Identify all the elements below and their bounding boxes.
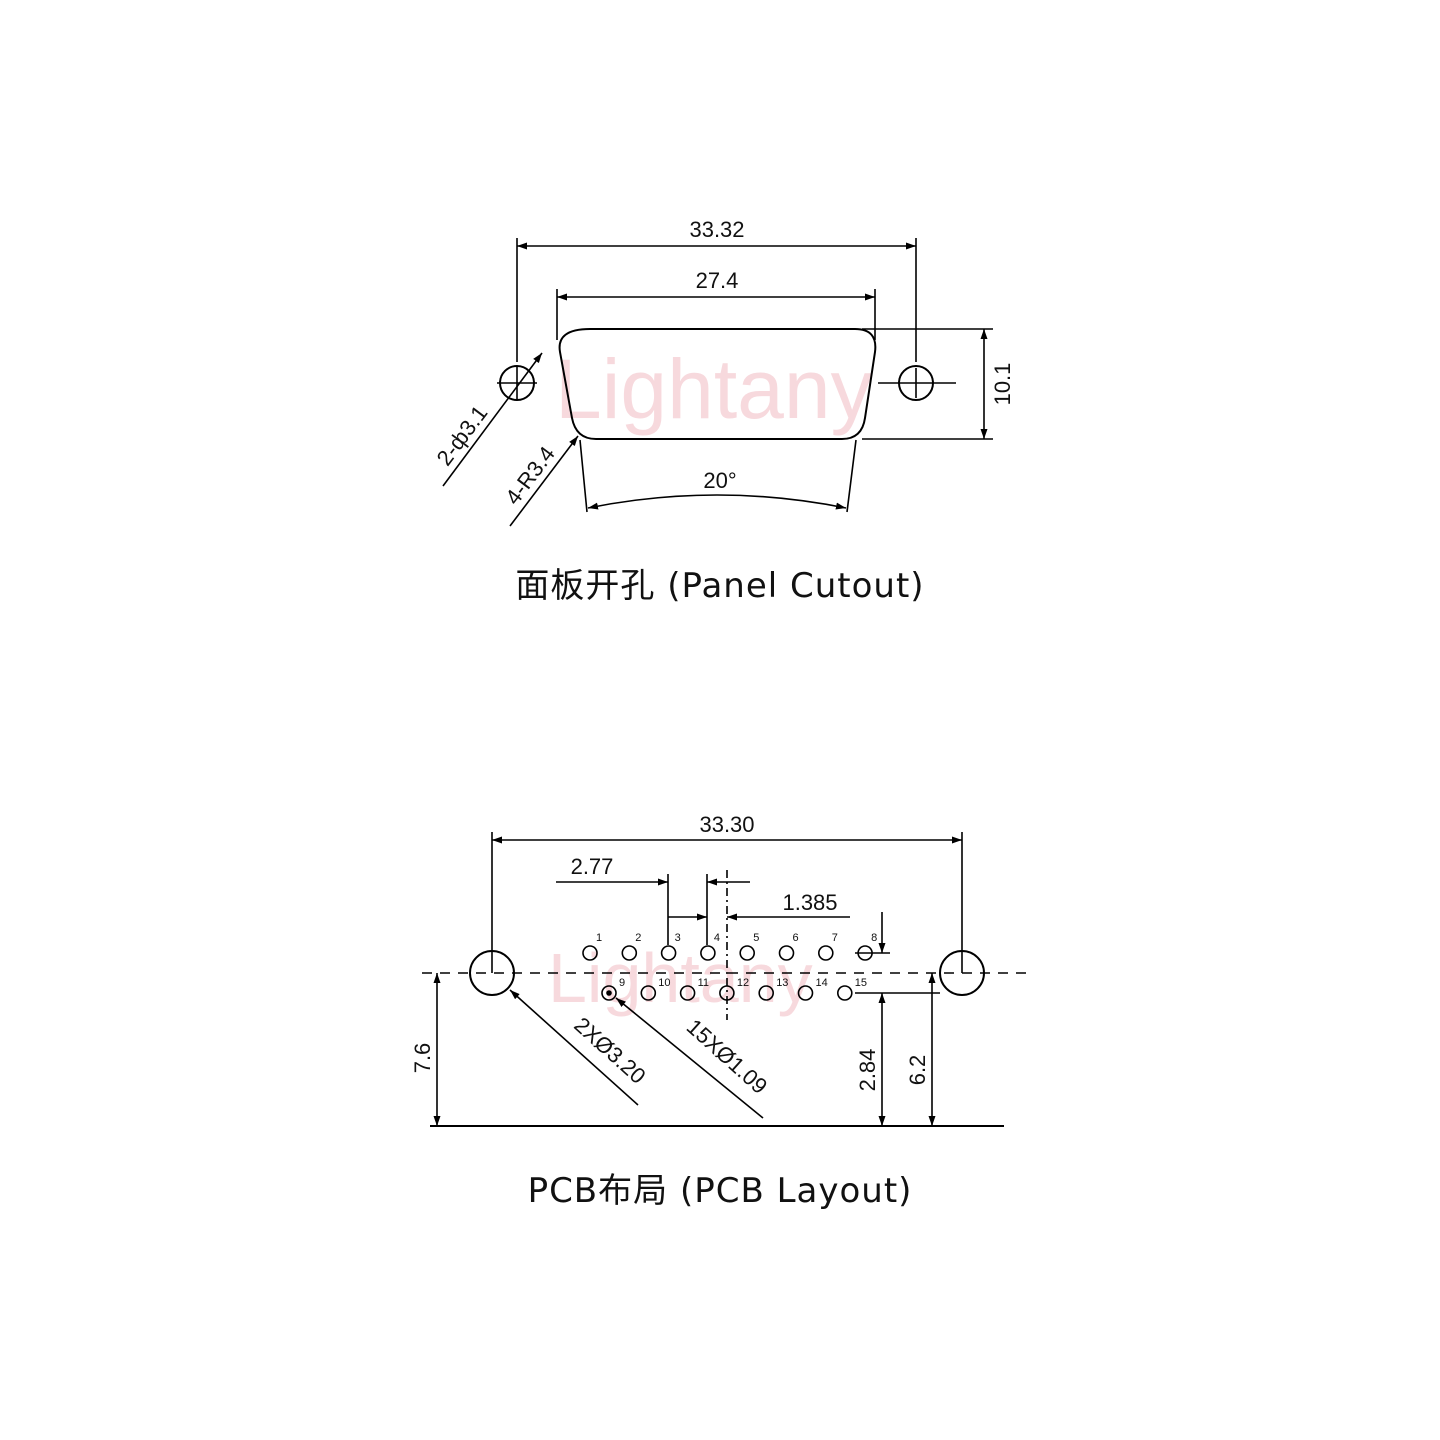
pin-number: 12: [737, 977, 749, 989]
panel-cutout-view: [442, 238, 993, 527]
pin-hole: [778, 945, 795, 961]
leader-radius: [509, 435, 579, 527]
panel-dim-shell: 27.4: [696, 268, 739, 293]
pin-number: 8: [871, 932, 877, 944]
pcb-dim-6-2: 6.2: [905, 1055, 930, 1086]
pin-number: 13: [776, 977, 788, 989]
pin-hole: [758, 985, 775, 1001]
pin-hole: [719, 985, 735, 1001]
pin-hole: [621, 945, 638, 961]
panel-shell-outline: [558, 328, 877, 440]
pin-hole: [797, 985, 814, 1001]
watermark-pcb: Lightany: [548, 939, 813, 1017]
pin-number: 1: [596, 932, 602, 944]
pin-row-top: 1 2 3 4 5 6 7 8: [582, 932, 877, 961]
leader-mount-holes: [509, 989, 639, 1106]
pin-number: 15: [855, 977, 867, 989]
pin-number: 5: [753, 932, 759, 944]
pcb-dim-7-6: 7.6: [410, 1043, 435, 1074]
panel-dim-overall: 33.32: [689, 217, 744, 242]
pin-hole: [601, 985, 617, 1001]
panel-dim-height: 10.1: [990, 363, 1015, 406]
pin-number: 2: [635, 932, 641, 944]
pin-row-bottom: 9 10 11 12 13 14 15: [601, 977, 867, 1001]
pin-9-marker: [606, 990, 612, 996]
pin-hole: [660, 945, 677, 961]
panel-cutout-caption: 面板开孔 (Panel Cutout): [515, 566, 925, 606]
leader-hole-dia: [442, 352, 543, 487]
pin-hole: [640, 985, 657, 1001]
panel-dim-angle: 20°: [703, 468, 736, 493]
pin-hole: [817, 945, 834, 961]
pin-number: 14: [816, 977, 828, 989]
pcb-dim-overall: 33.30: [699, 812, 754, 837]
pcb-dim-half-pitch: 1.385: [782, 890, 837, 915]
pcb-layout-caption: PCB布局 (PCB Layout): [527, 1171, 913, 1211]
pcb-dim-pin-holes: 15XØ1.09: [682, 1014, 772, 1099]
pin-hole: [836, 985, 853, 1001]
pin-hole: [739, 945, 756, 961]
pin-number: 3: [675, 932, 681, 944]
pin-number: 6: [793, 932, 799, 944]
pin-number: 4: [714, 932, 720, 944]
pin-hole: [700, 945, 716, 961]
pin-hole: [679, 985, 696, 1001]
pin-number: 9: [619, 977, 625, 989]
pin-number: 11: [698, 977, 709, 989]
pin-hole: [582, 945, 598, 961]
pin-hole: [857, 945, 873, 961]
pin-number: 10: [658, 977, 670, 989]
pcb-dim-pitch: 2.77: [571, 854, 614, 879]
pcb-dim-mount-holes: 2XØ3.20: [569, 1012, 650, 1089]
pcb-dim-2-84: 2.84: [855, 1049, 880, 1092]
watermark-panel: Lightany: [555, 342, 873, 436]
pin-number: 7: [832, 932, 838, 944]
dim-arc-20-deg: [587, 494, 847, 510]
leader-pin-holes: [615, 997, 764, 1119]
